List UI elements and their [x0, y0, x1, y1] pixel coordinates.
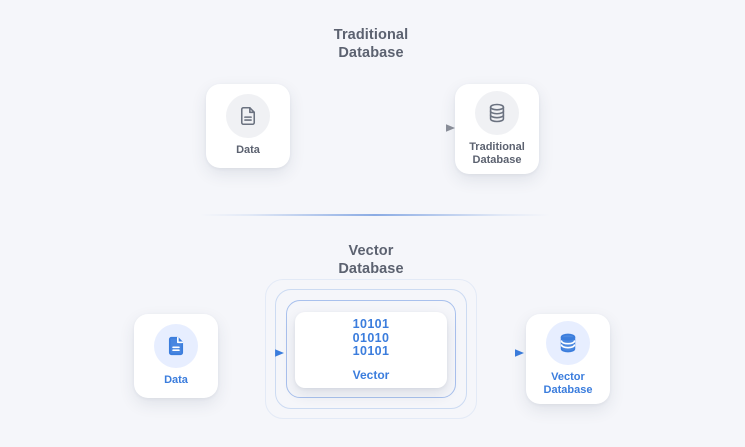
- vector-bits-line-1: 10101: [352, 317, 390, 332]
- arrow-data-to-vector: [220, 349, 284, 357]
- node-card-traditional-database[interactable]: Traditional Database: [455, 84, 539, 174]
- arrow-data-to-traditional-database: [292, 124, 455, 132]
- section-divider: [200, 214, 550, 216]
- section-title-traditional: Traditional Database: [333, 27, 409, 61]
- vector-bits-line-2: 01010: [352, 330, 390, 345]
- ring-outer: [265, 279, 477, 419]
- ring-inner: [286, 300, 456, 398]
- section-title-vector: Vector Database: [338, 243, 404, 277]
- node-card-vector-database[interactable]: Vector Database: [526, 314, 610, 404]
- node-card-label: Data: [164, 374, 188, 387]
- node-card-label: Data: [236, 144, 260, 157]
- vector-card-label: Vector: [352, 367, 390, 382]
- vector-bits-line-3: 10101: [352, 344, 390, 359]
- vector-card[interactable]: 10101 01010 10101 Vector: [295, 312, 447, 388]
- document-icon: [154, 324, 198, 369]
- database-icon: [475, 90, 519, 135]
- node-card-label: Traditional Database: [469, 140, 525, 167]
- database-icon: [546, 320, 590, 365]
- document-icon: [226, 94, 270, 139]
- arrow-vector-to-vector-database: [470, 349, 524, 357]
- node-card-data-traditional[interactable]: Data: [206, 84, 290, 168]
- node-card-label: Vector Database: [543, 370, 593, 397]
- node-card-data-vector[interactable]: Data: [134, 314, 218, 398]
- ring-middle: [275, 289, 467, 409]
- vector-embedding-rings: [265, 279, 477, 419]
